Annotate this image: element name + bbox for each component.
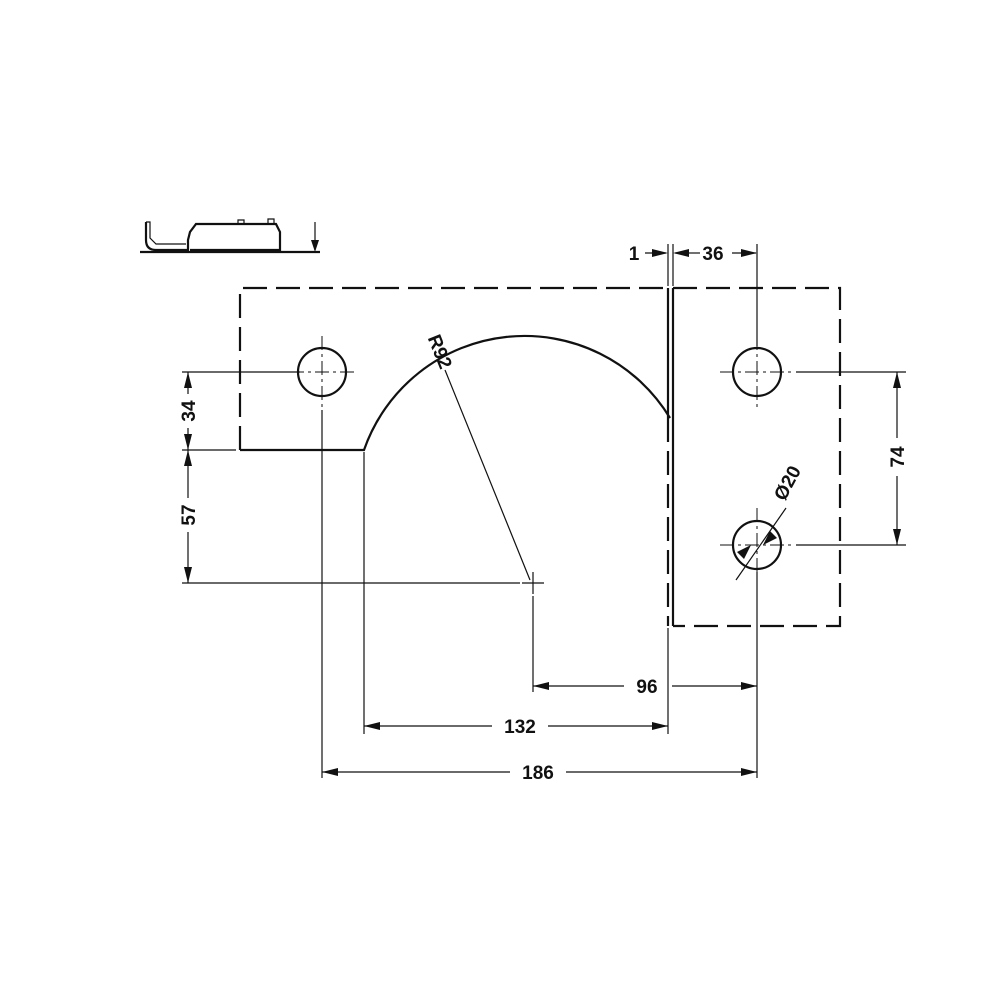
dimension-96: 96 xyxy=(533,677,757,698)
dimension-gap: 1 xyxy=(629,244,690,265)
hole-left xyxy=(290,336,358,408)
dim-label-hole-diameter: Ø20 xyxy=(770,463,805,505)
dimension-74: 74 xyxy=(888,372,909,545)
dimension-36: 36 xyxy=(690,244,757,265)
left-plate xyxy=(238,286,671,626)
dimension-57: 57 xyxy=(179,450,200,583)
hole-right-bottom xyxy=(720,508,794,582)
dim-label-right-offset: 36 xyxy=(702,244,723,265)
dim-label-hole-spacing: 74 xyxy=(888,446,909,468)
dim-label-cut-width: 132 xyxy=(504,717,536,738)
dim-label-cut-height: 34 xyxy=(179,400,200,422)
dim-label-arc-to-hole: 96 xyxy=(636,677,657,698)
hole-right-top xyxy=(720,336,794,408)
dimension-diameter: Ø20 xyxy=(735,463,806,581)
dimension-34: 34 xyxy=(179,372,200,450)
dim-label-gap: 1 xyxy=(629,244,640,265)
dim-label-arc-offset: 57 xyxy=(179,504,200,525)
dimension-132: 132 xyxy=(364,717,668,738)
dimension-radius: R92 xyxy=(423,332,531,581)
arc-center-mark xyxy=(522,572,544,594)
extension-lines xyxy=(182,244,906,778)
side-view-profile xyxy=(140,218,320,254)
dim-label-total-width: 186 xyxy=(522,763,554,784)
dimension-186: 186 xyxy=(322,763,757,784)
